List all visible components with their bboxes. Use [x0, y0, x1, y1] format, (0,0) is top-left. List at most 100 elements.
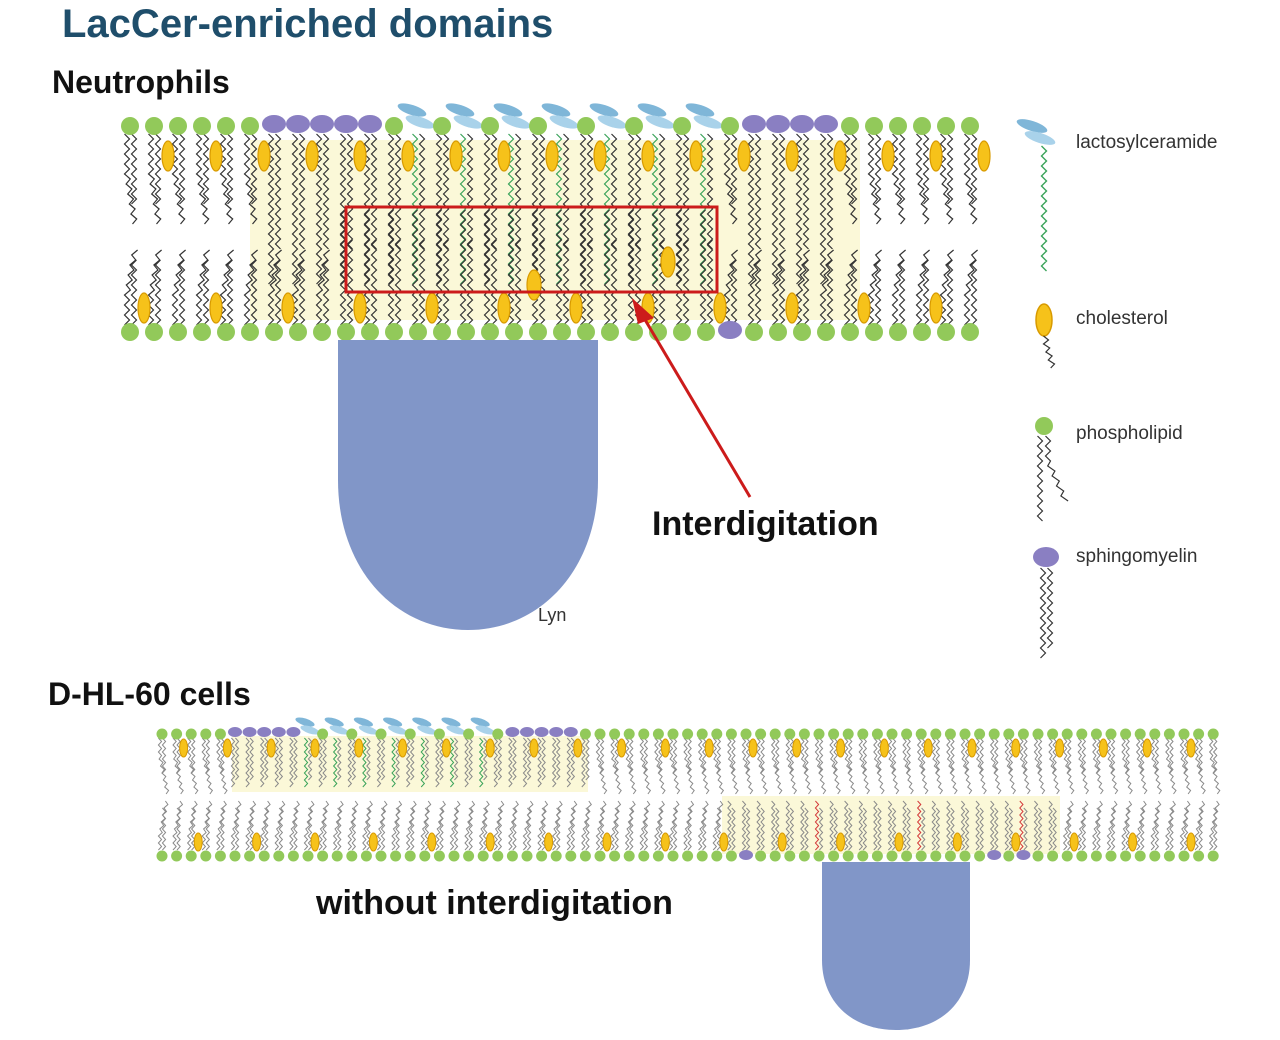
- sphingomyelin-head: [286, 115, 310, 133]
- lipid-tail: [362, 800, 373, 851]
- legend-lactosylceramide-label: lactosylceramide: [1076, 132, 1218, 153]
- lipid-tail: [946, 800, 951, 851]
- phospholipid-head: [1047, 728, 1059, 740]
- lipid-tail: [627, 209, 635, 326]
- lipid-tail: [226, 133, 234, 205]
- lipid-tail: [634, 133, 642, 250]
- cholesterol: [881, 140, 895, 172]
- lipid-tail: [293, 737, 298, 781]
- phospholipid-head: [974, 850, 986, 862]
- lipid-tail: [643, 807, 649, 851]
- lipid-tail: [760, 737, 765, 774]
- lipid-tail: [785, 737, 798, 795]
- phospholipid-head: [1032, 850, 1044, 862]
- phospholipid-head: [505, 323, 523, 341]
- lipid-tail: [826, 133, 834, 250]
- lipid-tail: [394, 133, 402, 250]
- cholesterol: [266, 738, 276, 758]
- phospholipid-head: [901, 850, 913, 862]
- lipid-tail: [610, 133, 618, 250]
- lipid-tail: [843, 133, 858, 225]
- phospholipid-head: [156, 728, 168, 740]
- cholesterol: [1098, 738, 1108, 758]
- lipid-tail: [405, 737, 411, 788]
- lipid-tail: [774, 807, 780, 851]
- lipid-tail: [716, 807, 722, 851]
- lipid-tail: [843, 249, 858, 326]
- lipid-tail: [887, 800, 893, 851]
- lipid-tail: [1081, 807, 1087, 851]
- lipid-tail: [482, 807, 488, 851]
- lipid-tail: [877, 737, 882, 774]
- phospholipid-head: [1193, 728, 1205, 740]
- lipid-tail: [562, 133, 570, 250]
- phospholipid-head: [594, 850, 606, 862]
- lipid-tail: [555, 209, 563, 326]
- lipid-tail: [975, 737, 987, 795]
- lipid-tail: [171, 249, 186, 326]
- sphingomyelin-head: [814, 115, 838, 133]
- lipid-tail: [902, 737, 914, 795]
- phospholipid-head: [913, 323, 931, 341]
- lipid-tail: [332, 800, 344, 851]
- cholesterol: [209, 140, 223, 172]
- lipid-tail: [201, 737, 214, 795]
- lipid-tail: [843, 737, 856, 795]
- lipid-tail: [643, 737, 649, 774]
- lipid-tail: [814, 800, 820, 851]
- lipid-tail: [712, 737, 725, 795]
- phospholipid-head: [156, 850, 168, 862]
- sphingomyelin-head: [534, 727, 549, 737]
- lipid-tail: [747, 133, 755, 285]
- lipid-tail: [411, 209, 419, 326]
- lipid-tail: [526, 737, 532, 781]
- phospholipid-head: [974, 728, 986, 740]
- phospholipid-head: [638, 728, 650, 740]
- phospholipid-head: [1061, 850, 1073, 862]
- lipid-tail: [891, 737, 897, 774]
- lipid-tail: [380, 737, 386, 781]
- cholesterol: [401, 140, 415, 172]
- lipid-tail: [370, 133, 378, 250]
- lactosylceramide-head: [493, 103, 523, 117]
- phospholipid-head: [579, 850, 591, 862]
- lipid-tail: [435, 133, 443, 285]
- lipid-tail: [906, 737, 911, 774]
- lipid-tail: [920, 737, 926, 774]
- phospholipid-head: [638, 850, 650, 862]
- lipid-tail: [551, 800, 563, 851]
- lipid-tail: [1066, 807, 1072, 851]
- lipid-tail: [186, 800, 198, 851]
- lipid-tail: [380, 807, 386, 851]
- lipid-tail: [202, 259, 210, 326]
- lipid-tail: [497, 737, 503, 781]
- top-lipid-heads: [121, 103, 991, 341]
- phospholipid-head: [481, 323, 499, 341]
- phospholipid-head: [871, 728, 883, 740]
- phospholipid-head: [375, 728, 387, 740]
- phospholipid-head: [529, 117, 547, 135]
- lipid-tail: [915, 133, 930, 225]
- lipid-tail: [891, 807, 897, 851]
- lipid-tail: [176, 737, 181, 774]
- lipid-tail: [850, 133, 858, 205]
- lipid-tail: [478, 800, 490, 851]
- lipid-tail: [291, 133, 299, 285]
- phospholipid-head: [865, 117, 883, 135]
- lipid-tail: [289, 800, 300, 851]
- phospholipid-head: [769, 323, 787, 341]
- phospholipid-head: [1120, 850, 1132, 862]
- lipid-tail: [245, 800, 257, 851]
- lactosylceramide-head: [353, 717, 373, 727]
- lipid-tail: [468, 737, 473, 781]
- lipid-tail: [307, 737, 313, 781]
- phospholipid-head: [944, 728, 956, 740]
- phospholipid-head: [930, 850, 942, 862]
- lyn-kinase-shape: [338, 340, 598, 630]
- lactosylceramide-head: [300, 725, 320, 735]
- top-lipid-tails: [123, 133, 978, 326]
- lipid-tail: [683, 737, 695, 795]
- cholesterol: [305, 140, 319, 172]
- phospholipid-head: [287, 850, 299, 862]
- lipid-tail: [315, 133, 323, 285]
